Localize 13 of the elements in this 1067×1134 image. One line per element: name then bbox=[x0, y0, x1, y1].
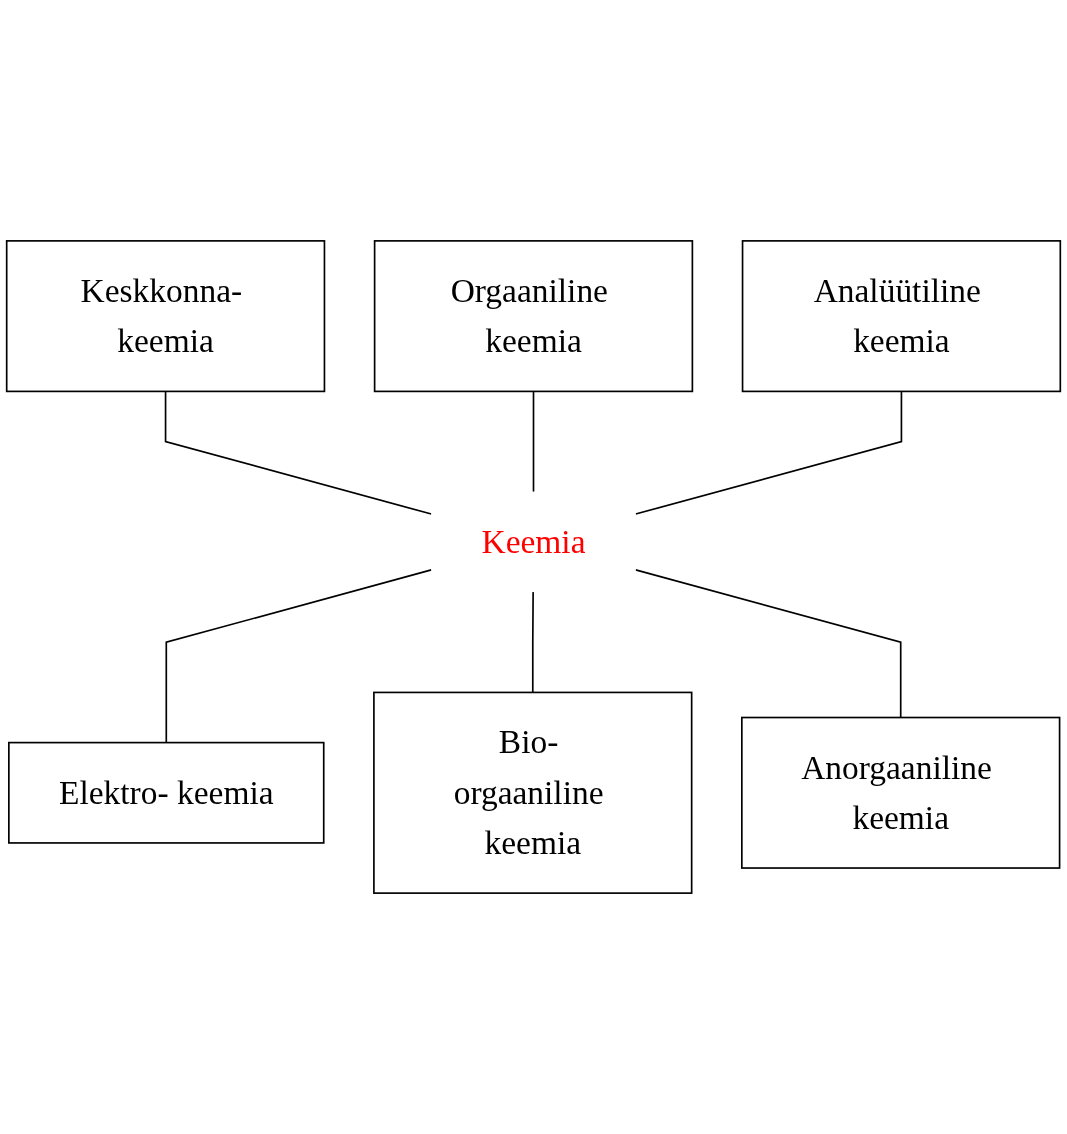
node-box: Keskkonna- keemia bbox=[5, 240, 326, 393]
node-box: Elektro- keemia bbox=[8, 741, 325, 844]
node-box: Orgaaniline keemia bbox=[373, 240, 694, 393]
connector bbox=[164, 390, 433, 515]
connector bbox=[634, 390, 903, 515]
node-box: Bio- orgaaniline keemia bbox=[373, 691, 693, 894]
connector bbox=[165, 569, 433, 744]
connector bbox=[531, 591, 534, 694]
node-box: Anorgaaniline keemia bbox=[741, 716, 1061, 869]
node-text: Keemia bbox=[481, 522, 586, 561]
connector bbox=[634, 569, 902, 719]
node-box: Analüütiline keemia bbox=[741, 240, 1062, 393]
connector bbox=[532, 390, 535, 493]
